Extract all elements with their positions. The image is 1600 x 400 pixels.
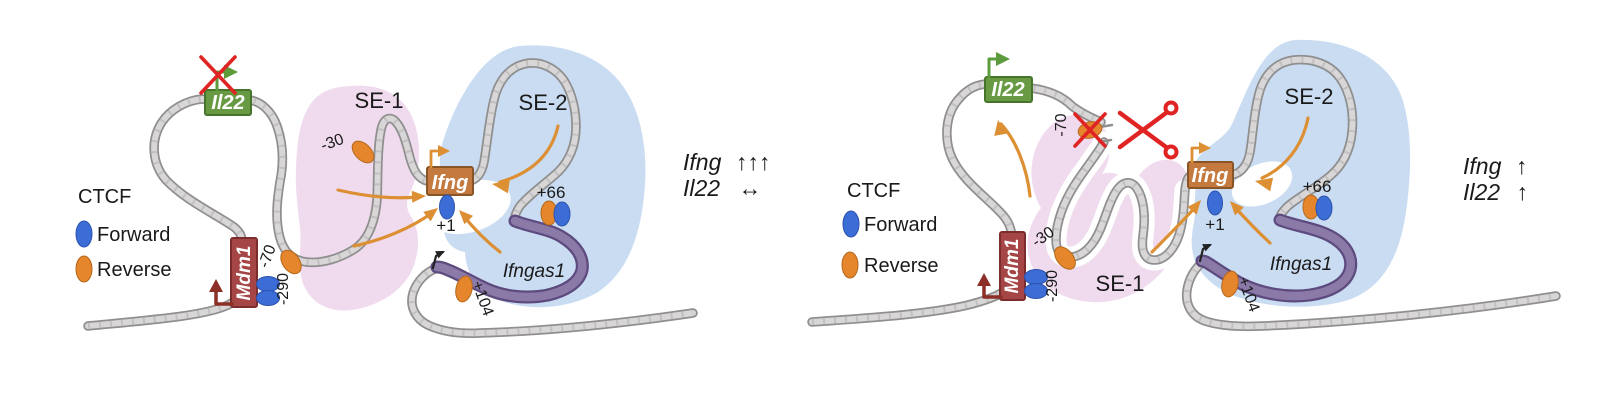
scissors-icon bbox=[1117, 100, 1179, 160]
outcome-text: Ifng ↑ Il22 ↑ bbox=[1463, 153, 1528, 205]
mdm1-promoter-arrow bbox=[977, 273, 1003, 299]
ctcf-minus30-oval bbox=[1054, 246, 1076, 270]
panel-a: Il22 Mdm1 Ifng bbox=[75, 45, 770, 338]
ctcf-minus290-oval-2 bbox=[1024, 283, 1048, 299]
ifngas1-label: Ifngas1 bbox=[1270, 254, 1332, 275]
il22-gene-box bbox=[984, 76, 1033, 103]
site-label-minus290: -290 bbox=[1044, 270, 1061, 302]
se1-region bbox=[295, 85, 420, 311]
legend-forward-oval bbox=[842, 210, 860, 238]
site-label-plus1: +1 bbox=[1205, 215, 1224, 234]
mdm1-gene-label: Mdm1 bbox=[1002, 239, 1023, 294]
ifng-promoter-flag bbox=[1190, 142, 1211, 164]
outcome-change-1: ↑↑↑ bbox=[736, 149, 771, 175]
ifng-gene-label: Ifng bbox=[432, 172, 469, 194]
outcome-gene-1: Ifng bbox=[683, 149, 722, 175]
legend-title: CTCF bbox=[847, 180, 900, 202]
ctcf-minus70-deleted-x-icon bbox=[1073, 112, 1107, 148]
legend-forward-oval bbox=[75, 220, 93, 248]
se1-label: SE-1 bbox=[1096, 271, 1145, 296]
il22-gene-label: Il22 bbox=[991, 79, 1024, 101]
chromatin-strand bbox=[83, 58, 698, 338]
ifngas1-tss-arrow bbox=[431, 250, 445, 270]
mdm1-gene-box bbox=[999, 231, 1026, 301]
ctcf-plus1-oval bbox=[1207, 190, 1223, 216]
legend-reverse-label: Reverse bbox=[97, 259, 171, 281]
svg-text:Il22 ↑: Il22 ↑ bbox=[1463, 179, 1528, 205]
ctcf-minus30-oval bbox=[351, 140, 375, 164]
outcome-change-1: ↑ bbox=[1516, 153, 1528, 179]
il22-gene-label: Il22 bbox=[211, 92, 244, 114]
svg-text:Il22 ↔: Il22 ↔ bbox=[683, 175, 762, 201]
legend-title: CTCF bbox=[78, 186, 131, 208]
ifngas1-gene-body bbox=[1195, 213, 1358, 303]
outcome-gene-1: Ifng bbox=[1463, 153, 1502, 179]
outcome-change-2: ↔ bbox=[739, 175, 762, 201]
ctcf-plus66-oval-forward bbox=[553, 201, 571, 227]
ifngas1-gene-body bbox=[430, 214, 589, 304]
site-label-plus66: +66 bbox=[1303, 177, 1332, 196]
legend-forward-label: Forward bbox=[864, 214, 937, 236]
se1-label: SE-1 bbox=[355, 88, 404, 113]
mdm1-gene-box bbox=[230, 237, 258, 308]
ifngas1-tss-arrow bbox=[1198, 243, 1212, 263]
site-label-plus1: +1 bbox=[436, 216, 455, 235]
ctcf-plus66-oval-forward bbox=[1315, 195, 1333, 221]
legend-reverse-label: Reverse bbox=[864, 255, 938, 277]
site-label-minus70: -70 bbox=[1053, 113, 1070, 136]
site-label-minus290: -290 bbox=[275, 273, 292, 305]
enhancer-arrows bbox=[336, 124, 560, 254]
ifng-promoter-flag bbox=[429, 145, 450, 169]
ctcf-plus104-oval bbox=[1221, 270, 1239, 298]
svg-text:Ifng ↑: Ifng ↑ bbox=[1463, 153, 1527, 179]
site-label-minus30: -30 bbox=[319, 131, 347, 155]
ctcf-plus104-oval bbox=[455, 275, 473, 303]
chromatin-strand bbox=[807, 54, 1561, 332]
il22-promoter-blocked-x-icon bbox=[199, 55, 237, 95]
ifngas1-label: Ifngas1 bbox=[503, 261, 565, 282]
ctcf-plus1-oval bbox=[439, 194, 455, 220]
se2-label: SE-2 bbox=[519, 90, 568, 115]
site-label-minus70: -70 bbox=[256, 243, 280, 271]
il22-gene-box bbox=[204, 89, 252, 116]
ctcf-minus70-oval bbox=[280, 249, 302, 275]
ctcf-legend: CTCF Forward Reverse bbox=[75, 186, 171, 283]
site-label-plus66: +66 bbox=[537, 183, 566, 202]
enhancer-arrows bbox=[994, 116, 1310, 254]
legend-reverse-oval bbox=[841, 251, 859, 279]
outcome-text: Ifng ↑↑↑ Il22 ↔ bbox=[683, 149, 770, 201]
outcome-gene-2: Il22 bbox=[683, 175, 720, 201]
panel-b: Il22 Mdm1 Ifng bbox=[807, 39, 1561, 332]
ctcf-legend: CTCF Forward Reverse bbox=[841, 180, 938, 279]
se2-label: SE-2 bbox=[1285, 84, 1334, 109]
il22-promoter-flag bbox=[987, 52, 1010, 79]
ctcf-minus290-oval-2 bbox=[256, 290, 280, 306]
ifng-gene-label: Ifng bbox=[1192, 165, 1229, 187]
legend-reverse-oval bbox=[75, 255, 93, 283]
outcome-change-2: ↑ bbox=[1517, 179, 1529, 205]
mdm1-gene-label: Mdm1 bbox=[234, 246, 255, 301]
legend-forward-label: Forward bbox=[97, 224, 170, 246]
ifng-gene-box bbox=[1187, 161, 1234, 189]
outcome-gene-2: Il22 bbox=[1463, 179, 1500, 205]
svg-text:Ifng ↑↑↑: Ifng ↑↑↑ bbox=[683, 149, 770, 175]
mdm1-promoter-arrow bbox=[209, 279, 234, 306]
ifng-gene-box bbox=[426, 166, 474, 196]
